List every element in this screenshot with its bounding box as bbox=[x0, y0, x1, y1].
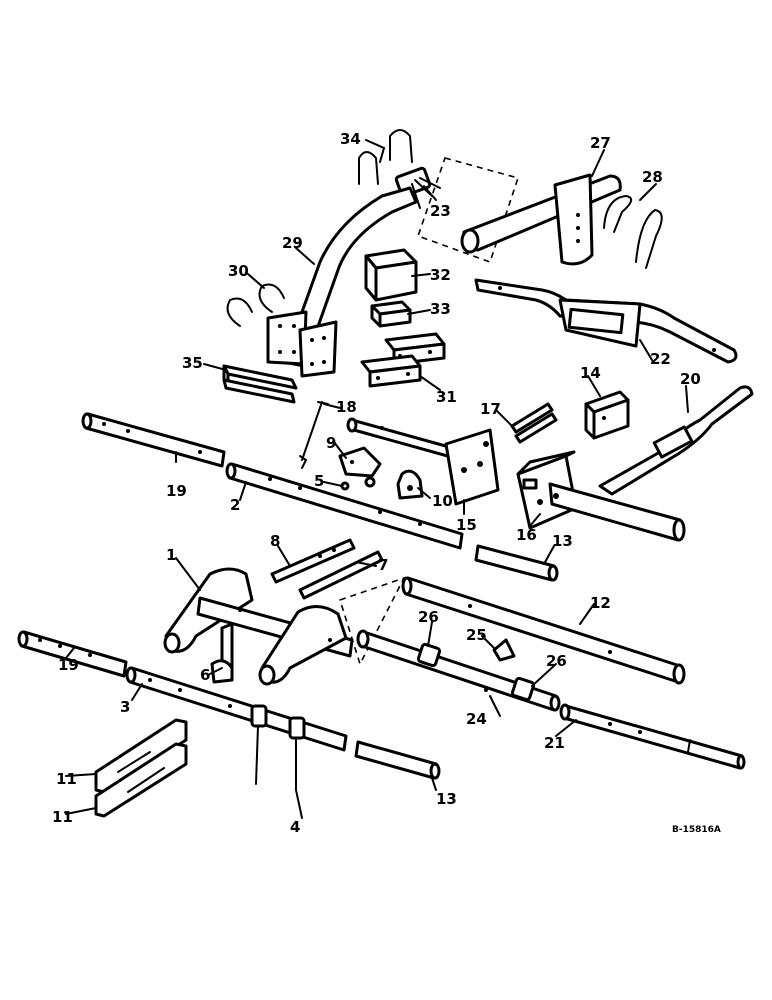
callout-labels: 34 27 28 23 29 30 32 33 35 31 14 22 20 1… bbox=[52, 130, 721, 836]
callout-7: 7 bbox=[378, 556, 388, 574]
callout-4: 4 bbox=[290, 818, 300, 836]
callout-13-lower: 13 bbox=[436, 790, 457, 808]
callout-33: 33 bbox=[430, 300, 451, 318]
block-33 bbox=[370, 300, 412, 328]
callout-31: 31 bbox=[436, 388, 457, 406]
plate-6 bbox=[210, 622, 234, 684]
u-bolts-28 bbox=[603, 194, 663, 269]
callout-20: 20 bbox=[680, 370, 701, 388]
brace-20 bbox=[598, 385, 754, 496]
plates-11 bbox=[94, 718, 188, 818]
hitch-dashed-outline bbox=[416, 157, 520, 264]
callout-25: 25 bbox=[466, 626, 487, 644]
bar-15 bbox=[346, 417, 500, 506]
callout-11-upper: 11 bbox=[56, 770, 77, 788]
hitch-tube-27 bbox=[416, 157, 622, 266]
callout-5: 5 bbox=[314, 472, 324, 490]
callout-19-lower: 19 bbox=[58, 656, 79, 674]
callout-11-lower: 11 bbox=[52, 808, 73, 826]
frame-dashed-outline bbox=[339, 576, 406, 667]
callout-1: 1 bbox=[166, 546, 176, 564]
callout-23: 23 bbox=[430, 202, 451, 220]
callout-34: 34 bbox=[340, 130, 361, 148]
straps-17 bbox=[510, 402, 558, 444]
brace-22 bbox=[474, 278, 738, 364]
callout-2: 2 bbox=[230, 496, 240, 514]
callout-27: 27 bbox=[590, 134, 611, 152]
callout-21: 21 bbox=[544, 734, 565, 752]
callout-28: 28 bbox=[642, 168, 663, 186]
callout-6: 6 bbox=[200, 666, 210, 684]
callout-15: 15 bbox=[456, 516, 477, 534]
callout-30: 30 bbox=[228, 262, 249, 280]
bar-19-upper bbox=[81, 412, 226, 468]
callout-19-upper: 19 bbox=[166, 482, 187, 500]
bar-2 bbox=[225, 462, 464, 550]
callout-18: 18 bbox=[336, 398, 357, 416]
shaft-21 bbox=[559, 703, 746, 770]
callout-10: 10 bbox=[432, 492, 453, 510]
callout-22: 22 bbox=[650, 350, 671, 368]
straps-8-7 bbox=[270, 538, 384, 600]
bracket-16 bbox=[516, 450, 686, 542]
callout-24: 24 bbox=[466, 710, 487, 728]
channel-35 bbox=[222, 364, 298, 404]
block-14 bbox=[584, 390, 630, 440]
callout-17: 17 bbox=[480, 400, 501, 418]
small-parts-9-5-10 bbox=[338, 446, 424, 500]
bar-3 bbox=[125, 666, 348, 791]
bar-12 bbox=[401, 576, 686, 685]
pin-13-upper bbox=[474, 544, 559, 582]
leader-lines bbox=[65, 139, 689, 819]
drawing-number: B-15816A bbox=[672, 825, 721, 835]
block-32 bbox=[364, 248, 418, 302]
clamp-plates-31 bbox=[360, 332, 446, 388]
bar-24 bbox=[356, 629, 561, 712]
callout-16: 16 bbox=[516, 526, 537, 544]
bar-19-lower bbox=[17, 630, 128, 678]
rod-18 bbox=[299, 401, 329, 469]
callout-35: 35 bbox=[182, 354, 203, 372]
mast-29 bbox=[266, 186, 418, 378]
u-bolts-34 bbox=[358, 129, 413, 185]
callout-26-upper: 26 bbox=[418, 608, 439, 626]
frame-1 bbox=[163, 567, 406, 686]
callout-12: 12 bbox=[590, 594, 611, 612]
pin-13-lower bbox=[354, 740, 441, 780]
callout-13-upper: 13 bbox=[552, 532, 573, 550]
callout-9: 9 bbox=[326, 434, 336, 452]
callout-26-lower: 26 bbox=[546, 652, 567, 670]
callout-8: 8 bbox=[270, 532, 280, 550]
callout-3: 3 bbox=[120, 698, 130, 716]
callout-32: 32 bbox=[430, 266, 451, 284]
callout-29: 29 bbox=[282, 234, 303, 252]
callout-14: 14 bbox=[580, 364, 601, 382]
